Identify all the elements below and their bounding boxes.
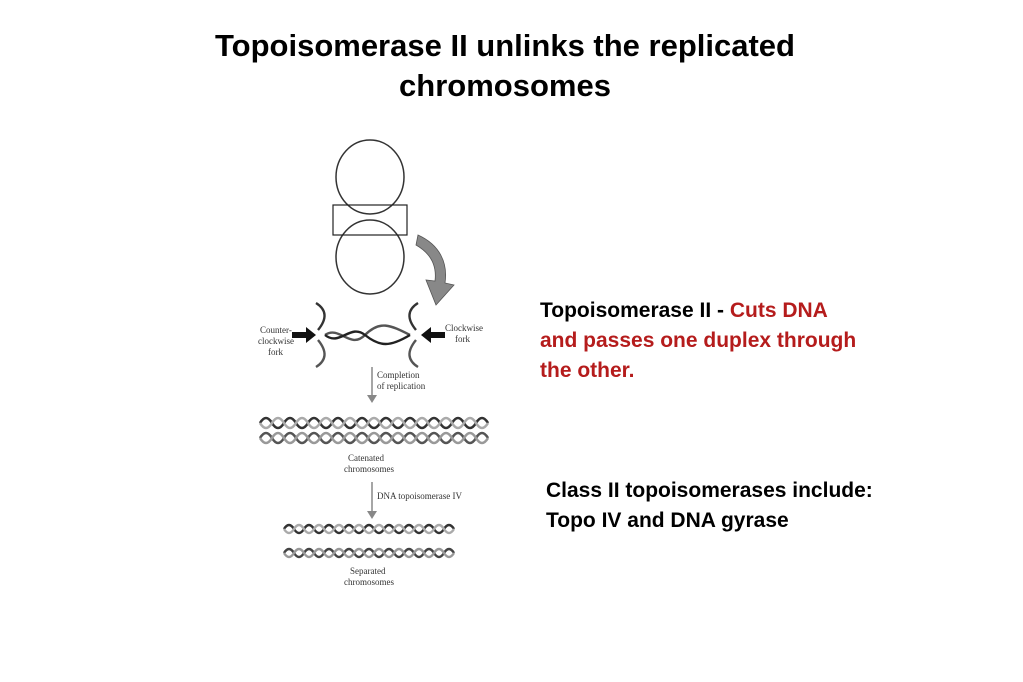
class-ii-list: Class II topoisomerases include: Topo IV… bbox=[546, 476, 966, 536]
zoom-box bbox=[332, 204, 408, 236]
arrow-topo-iv-icon bbox=[367, 482, 377, 519]
label-clockwise-1: Clockwise bbox=[445, 323, 483, 333]
replication-diagram: Counter- clockwise fork Clockwise fork C… bbox=[258, 139, 490, 587]
label-clockwise-2: fork bbox=[455, 334, 470, 344]
topo-ii-red-1: Cuts DNA bbox=[729, 299, 828, 322]
theta-chromosome bbox=[332, 139, 408, 295]
label-separated-2: chromosomes bbox=[344, 577, 394, 587]
label-completion-2: of replication bbox=[377, 381, 426, 391]
label-catenated-2: chromosomes bbox=[344, 464, 394, 474]
lower-loop bbox=[335, 219, 405, 295]
clockwise-fork-arrow-icon bbox=[421, 327, 445, 343]
topo-ii-prefix: Topoisomerase II - bbox=[540, 299, 730, 322]
zoom-arrow-icon bbox=[415, 234, 455, 306]
label-catenated-1: Catenated bbox=[348, 453, 384, 463]
arrow-completion-icon bbox=[367, 367, 377, 403]
topo-ii-red-2: and passes one duplex through bbox=[540, 329, 857, 352]
topo-ii-red-3: the other. bbox=[540, 359, 635, 382]
label-enzyme: DNA topoisomerase IV bbox=[377, 491, 462, 501]
upper-loop bbox=[335, 139, 405, 215]
topo-ii-description: Topoisomerase II - Cuts DNA and passes o… bbox=[540, 296, 940, 386]
class-ii-line-1: Class II topoisomerases include: bbox=[546, 479, 873, 502]
label-counter-3: fork bbox=[268, 347, 283, 357]
label-separated-1: Separated bbox=[350, 566, 386, 576]
separated-chromosomes bbox=[282, 523, 456, 559]
label-counter-2: clockwise bbox=[258, 336, 294, 346]
counterclockwise-fork-arrow-icon bbox=[292, 327, 316, 343]
label-completion-1: Completion bbox=[377, 370, 420, 380]
title-line-1: Topoisomerase II unlinks the replicated bbox=[215, 28, 795, 63]
class-ii-line-2: Topo IV and DNA gyrase bbox=[546, 509, 789, 532]
fork-helix bbox=[315, 301, 419, 369]
title-line-2: chromosomes bbox=[399, 68, 611, 103]
label-counter-1: Counter- bbox=[260, 325, 292, 335]
slide-title: Topoisomerase II unlinks the replicated … bbox=[120, 26, 890, 106]
catenated-chromosomes bbox=[258, 416, 490, 445]
